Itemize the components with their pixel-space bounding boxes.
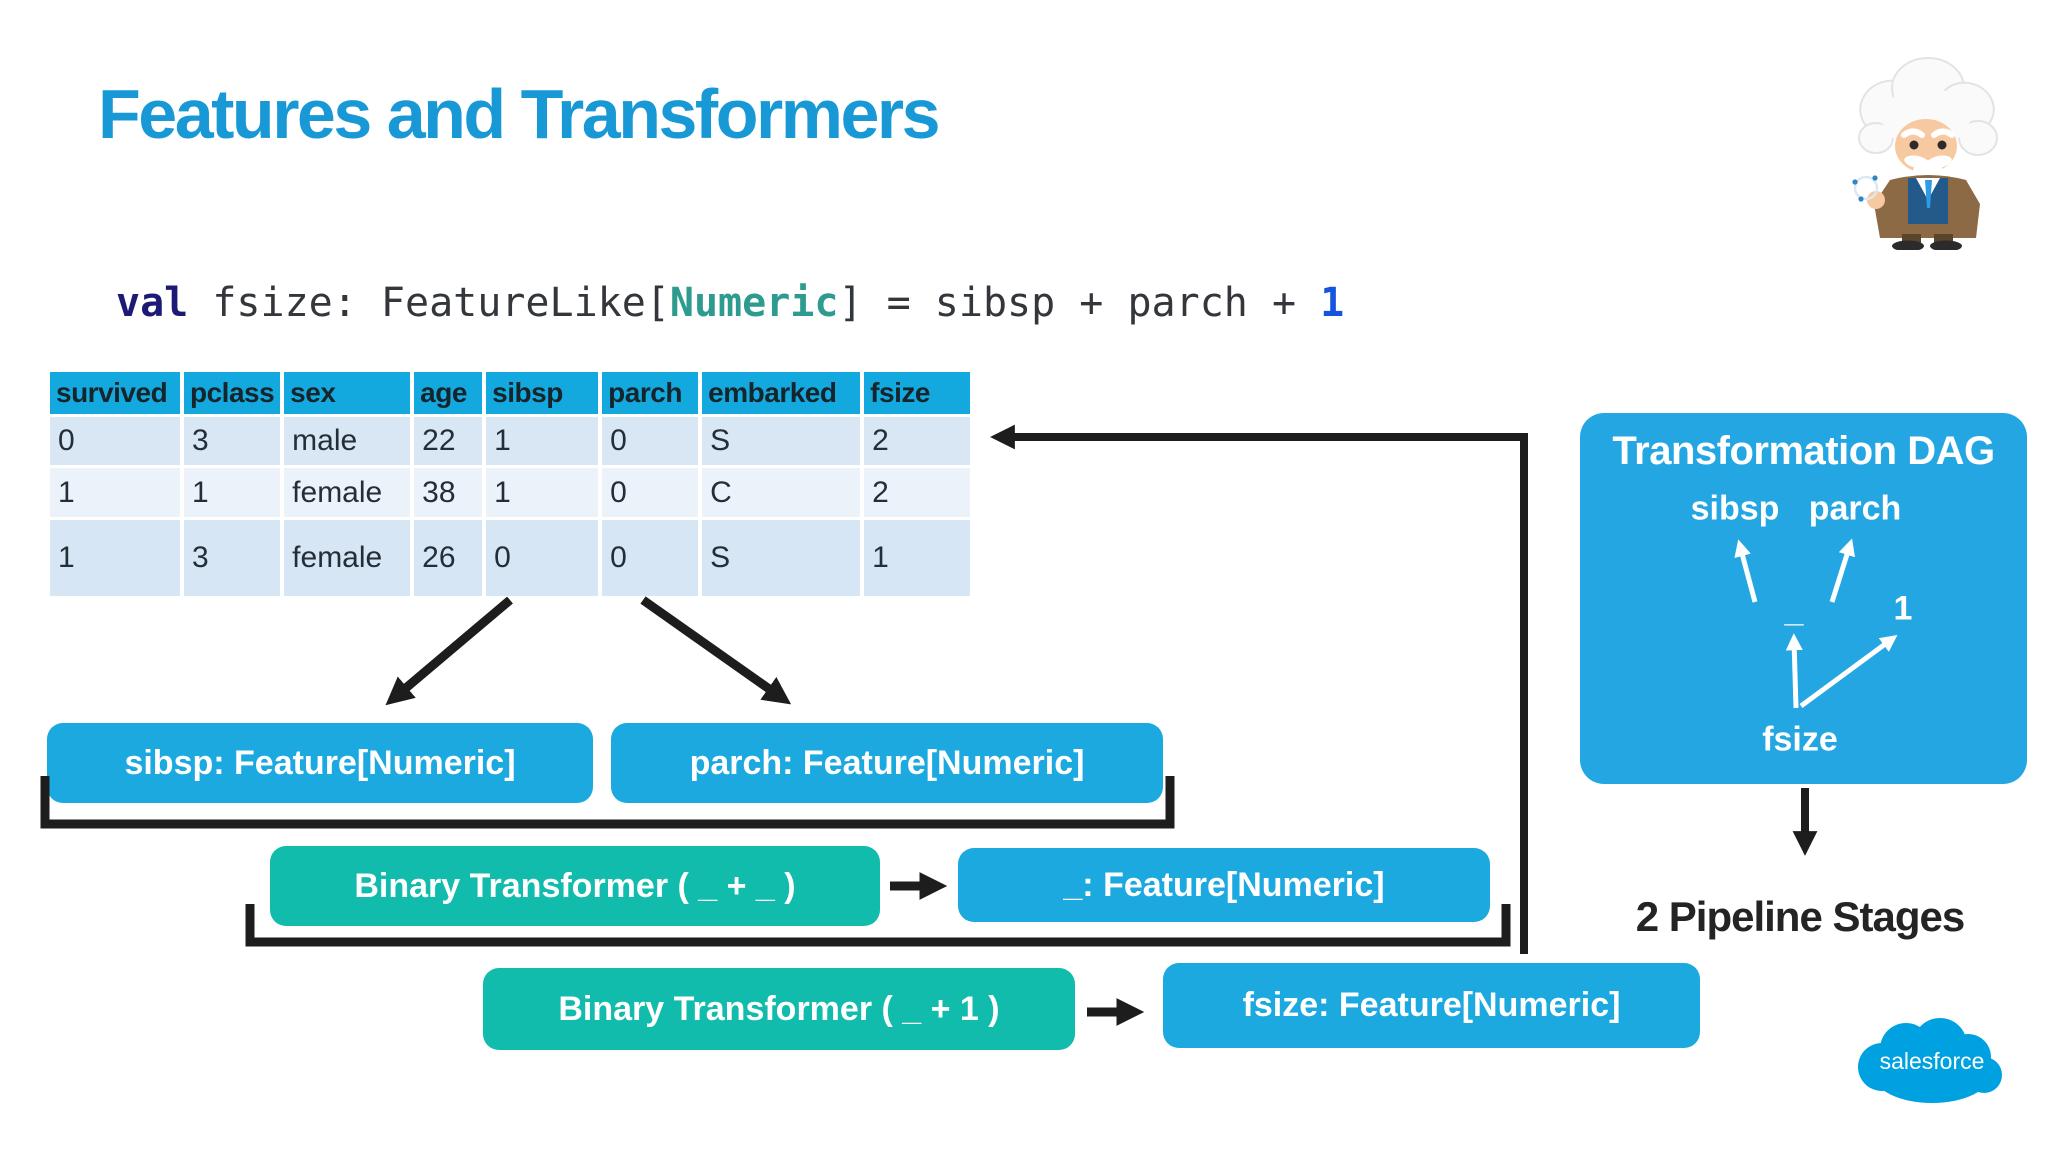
col-header-fsize: fsize [864,372,971,414]
table-header-row: survived pclass sex age sibsp parch emba… [50,372,971,414]
salesforce-logo-text: salesforce [1880,1048,1985,1074]
cell: female [284,468,411,517]
dag-node-fsize: fsize [1762,720,1838,759]
code-keyword: val [116,280,189,326]
cell: 0 [602,520,699,596]
cell: S [702,520,861,596]
code-type-param: Numeric [669,280,839,326]
cell: female [284,520,411,596]
cell: 38 [414,468,483,517]
cell: 22 [414,417,483,465]
col-header-pclass: pclass [184,372,281,414]
cell: 0 [50,417,180,465]
arrow-table-to-parch [640,596,792,705]
code-segment: ] = sibsp + parch + [838,280,1321,326]
titanic-data-table: survived pclass sex age sibsp parch emba… [46,369,974,599]
anonymous-feature-box: _: Feature[Numeric] [958,848,1490,922]
einstein-eye [1937,140,1947,150]
binary-transformer-2-box: Binary Transformer ( _ + 1 ) [483,968,1075,1050]
einstein-eyebrow [1931,128,1955,138]
dag-node-parch: parch [1808,489,1902,528]
cell: 1 [184,468,281,517]
cell: S [702,417,861,465]
dag-edge-to-sibsp [1734,539,1758,603]
fsize-feature-box: fsize: Feature[Numeric] [1163,963,1700,1048]
dag-title: Transformation DAG [1612,429,1995,473]
col-header-sibsp: sibsp [486,372,599,414]
einstein-mascot [1852,57,1998,250]
page-title: Features and Transformers [98,75,941,153]
cell: 0 [602,468,699,517]
table-row: 1 1 female 38 1 0 C 2 [50,468,971,517]
einstein-hair [1858,57,1998,156]
cell: 2 [864,417,971,465]
einstein-body [1867,175,1980,250]
cell: 1 [486,468,599,517]
cell: 1 [50,468,180,517]
cell: 1 [486,417,599,465]
code-segment: fsize: FeatureLike[ [188,280,670,326]
dag-node-underscore: _ [1784,591,1804,630]
cell: 3 [184,417,281,465]
salesforce-cloud [1858,1018,2002,1103]
pipeline-stages-caption: 2 Pipeline Stages [1635,893,1965,940]
code-literal: 1 [1320,280,1345,326]
cell: 0 [486,520,599,596]
col-header-survived: survived [50,372,180,414]
einstein-eye [1909,140,1919,150]
table-row: 0 3 male 22 1 0 S 2 [50,417,971,465]
cell: 26 [414,520,483,596]
cell: 1 [50,520,180,596]
parch-feature-box: parch: Feature[Numeric] [611,723,1163,803]
col-header-age: age [414,372,483,414]
salesforce-logo: salesforce [1858,1018,2002,1103]
cell: 2 [864,468,971,517]
dag-edge-fsize-to-underscore [1785,633,1803,709]
cell: 0 [602,417,699,465]
cell: 1 [864,520,971,596]
dag-node-one: 1 [1893,589,1913,628]
col-header-parch: parch [602,372,699,414]
sibsp-feature-box: sibsp: Feature[Numeric] [47,723,593,803]
code-line: val fsize: FeatureLike[Numeric] = sibsp … [116,280,1344,326]
einstein-eyebrow [1901,128,1925,138]
einstein-atom [1852,175,1879,202]
cell: male [284,417,411,465]
binary-transformer-1-box: Binary Transformer ( _ + _ ) [270,846,880,926]
col-header-embarked: embarked [702,372,861,414]
arrow-table-to-sibsp [385,596,513,706]
table-row: 1 3 female 26 0 0 S 1 [50,520,971,596]
dag-node-sibsp: sibsp [1690,489,1780,528]
dag-edge-fsize-to-one [1799,634,1898,709]
col-header-sex: sex [284,372,411,414]
transformation-dag-panel: Transformation DAG sibsp parch _ 1 fsize [1580,413,2027,784]
dag-edge-to-parch [1829,538,1856,603]
cell: C [702,468,861,517]
cell: 3 [184,520,281,596]
